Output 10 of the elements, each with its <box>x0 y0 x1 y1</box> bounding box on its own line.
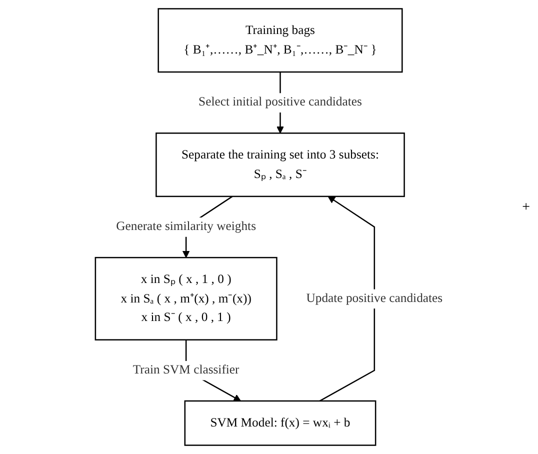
edge-label: Train SVM classifier <box>132 363 240 377</box>
node-box: Separate the training set into 3 subsets: Sₚ , Sₐ , S⁻ <box>156 132 405 198</box>
node-box: SVM Model: f(x) = wxᵢ + b <box>184 400 376 446</box>
edge-label: Update positive candidates <box>306 292 443 306</box>
edge-label: Generate similarity weights <box>116 220 256 234</box>
edge-label: Select initial positive candidates <box>198 96 362 110</box>
node-box: Training bags { B₁⁺,……, B⁺_N⁺, B₁⁻,……, B⁻_N⁻ } <box>158 8 403 73</box>
arrow <box>319 196 376 402</box>
node-box: x in Sₚ ( x , 1 , 0 ) x in Sₐ ( x , m⁺(x) , m⁻(x)) x in S⁻ ( x , 0 , 1 ) <box>94 256 278 340</box>
plus-sign: + <box>522 200 530 216</box>
